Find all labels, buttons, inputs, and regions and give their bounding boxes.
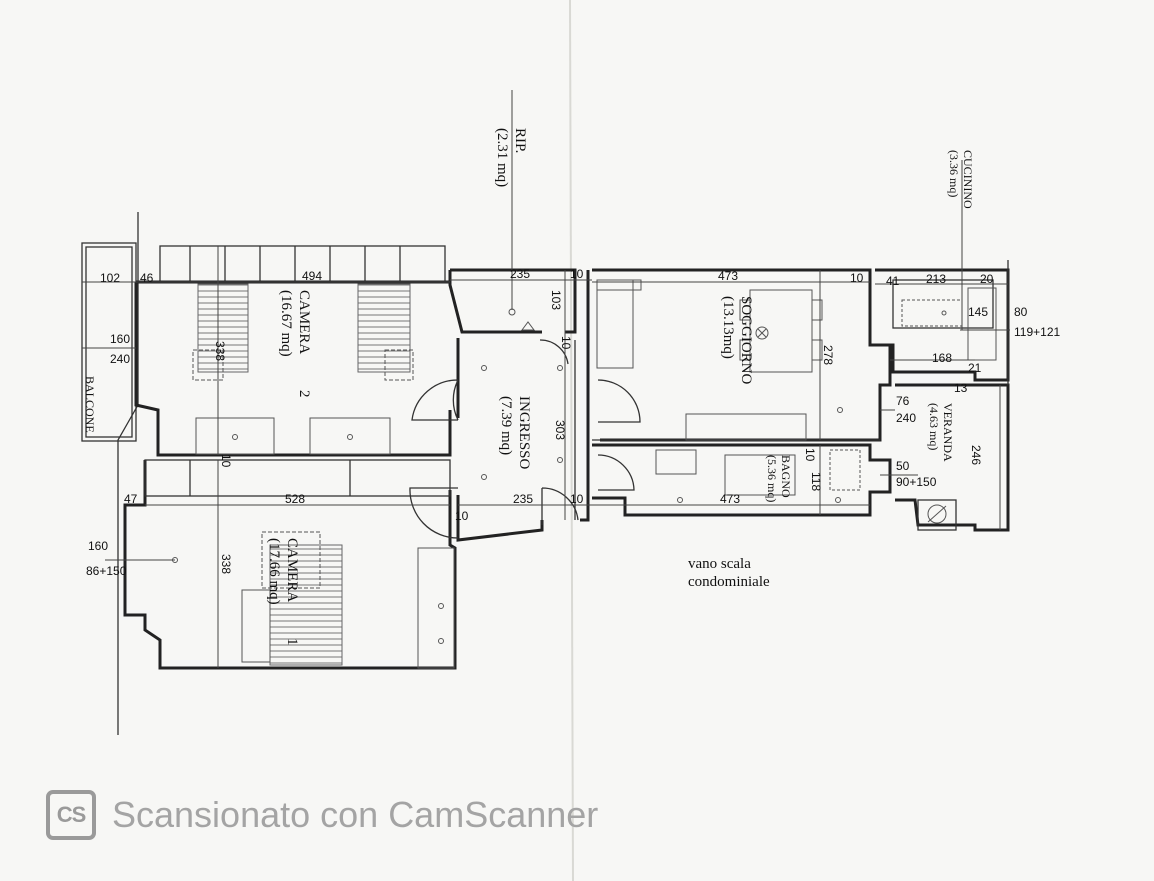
dim-label: 168 — [932, 351, 952, 365]
svg-text:VERANDA: VERANDA — [941, 403, 955, 462]
dim-label: 21 — [968, 361, 982, 375]
dim-label: 235 — [510, 267, 530, 281]
svg-text:BALCONE: BALCONE — [83, 376, 97, 433]
dim-label: 103 — [549, 290, 563, 310]
svg-text:1: 1 — [284, 638, 300, 646]
dim-label: 240 — [110, 352, 130, 366]
svg-text:(5.36 mq): (5.36 mq) — [765, 455, 779, 502]
dim-label: 46 — [140, 271, 154, 285]
dim-label: 338 — [219, 554, 233, 574]
watermark-text: Scansionato con CamScanner — [112, 794, 599, 835]
svg-text:condominiale: condominiale — [688, 574, 770, 590]
dim-label: 10 — [455, 509, 469, 523]
dim-label: 338 — [213, 341, 227, 361]
dim-label: 10 — [570, 492, 584, 506]
dim-label: 10 — [570, 267, 584, 281]
svg-text:CUCININO: CUCININO — [961, 150, 975, 209]
dim-label: 119+121 — [1014, 325, 1060, 339]
svg-text:(17.66 mq): (17.66 mq) — [266, 538, 282, 605]
dim-label: 10 — [559, 336, 573, 350]
dim-label: 86+150 — [86, 564, 127, 578]
svg-text:(4.63 mq): (4.63 mq) — [927, 403, 941, 450]
room-label-camera-2: CAMERA 2 (16.67 mq) — [278, 290, 312, 398]
dim-label: 473 — [718, 269, 738, 283]
dim-label: 160 — [110, 332, 130, 346]
dim-label: 528 — [285, 492, 305, 506]
dim-label: 494 — [302, 269, 322, 283]
vano-scala-label: vano scala condominiale — [688, 556, 770, 590]
svg-text:(16.67 mq): (16.67 mq) — [278, 290, 294, 357]
dim-label: 90+150 — [896, 475, 937, 489]
room-label-balcone: BALCONE — [83, 376, 97, 433]
dim-label: 246 — [969, 445, 983, 465]
svg-text:(7.39 mq): (7.39 mq) — [498, 396, 514, 455]
dim-label: 13 — [954, 381, 968, 395]
facade-line-left — [117, 212, 139, 735]
room-labels: RIP. (2.31 mq) CUCININO (3.36 mq) CAMERA… — [83, 128, 975, 646]
dim-label: 213 — [926, 272, 946, 286]
scan-fold-line — [569, 0, 574, 881]
room-label-rip: RIP. (2.31 mq) — [494, 128, 528, 187]
dim-label: 80 — [1014, 305, 1028, 319]
dim-label: 240 — [896, 411, 916, 425]
dim-label: 10 — [803, 448, 817, 462]
room-label-ingresso: INGRESSO (7.39 mq) — [498, 396, 532, 470]
balcone-inner — [85, 246, 133, 438]
room-label-soggiorno: SOGGIORNO (13.13mq) — [720, 296, 754, 385]
camera-1-furniture — [172, 531, 455, 669]
svg-text:2: 2 — [296, 390, 312, 398]
svg-text:BAGNO: BAGNO — [779, 455, 793, 498]
dim-label: 10 — [219, 454, 233, 468]
svg-text:RIP.: RIP. — [512, 128, 528, 153]
room-label-camera-1: CAMERA 1 (17.66 mq) — [266, 538, 300, 646]
dim-label: 41 — [886, 274, 900, 288]
svg-text:(13.13mq): (13.13mq) — [720, 296, 736, 359]
dim-label: 473 — [720, 492, 740, 506]
dim-label: 160 — [88, 539, 108, 553]
bagno-walls — [592, 443, 892, 517]
dim-label: 145 — [968, 305, 988, 319]
camscanner-logo-icon: CS — [46, 790, 96, 840]
svg-text:INGRESSO: INGRESSO — [516, 396, 532, 470]
dim-label: 76 — [896, 394, 910, 408]
svg-text:vano scala: vano scala — [688, 556, 751, 572]
dimension-lines — [82, 90, 1010, 668]
dim-label: 102 — [100, 271, 120, 285]
veranda-walls — [895, 260, 1010, 532]
dim-label: 20 — [980, 272, 994, 286]
svg-text:(2.31 mq): (2.31 mq) — [494, 128, 510, 187]
dim-label: 278 — [821, 345, 835, 365]
dim-label: 303 — [553, 420, 567, 440]
svg-text:CAMERA: CAMERA — [284, 538, 300, 602]
camera-2-furniture — [192, 283, 414, 455]
room-label-bagno: BAGNO (5.36 mq) — [765, 455, 793, 502]
svg-text:SOGGIORNO: SOGGIORNO — [738, 296, 754, 385]
room-label-cucinino: CUCININO (3.36 mq) — [947, 150, 975, 209]
dim-label: 50 — [896, 459, 910, 473]
dimension-labels: 102 46 494 235 10 473 10 41 213 20 80 14… — [86, 267, 1060, 578]
svg-text:(3.36 mq): (3.36 mq) — [947, 150, 961, 197]
dim-label: 10 — [850, 271, 864, 285]
svg-text:CAMERA: CAMERA — [296, 290, 312, 354]
dim-label: 235 — [513, 492, 533, 506]
camscanner-watermark: CS Scansionato con CamScanner — [46, 790, 598, 840]
dim-label: 118 — [809, 472, 823, 491]
room-label-veranda: VERANDA (4.63 mq) — [927, 403, 955, 462]
dim-label: 47 — [124, 492, 138, 506]
soggiorno-furniture — [596, 279, 843, 441]
